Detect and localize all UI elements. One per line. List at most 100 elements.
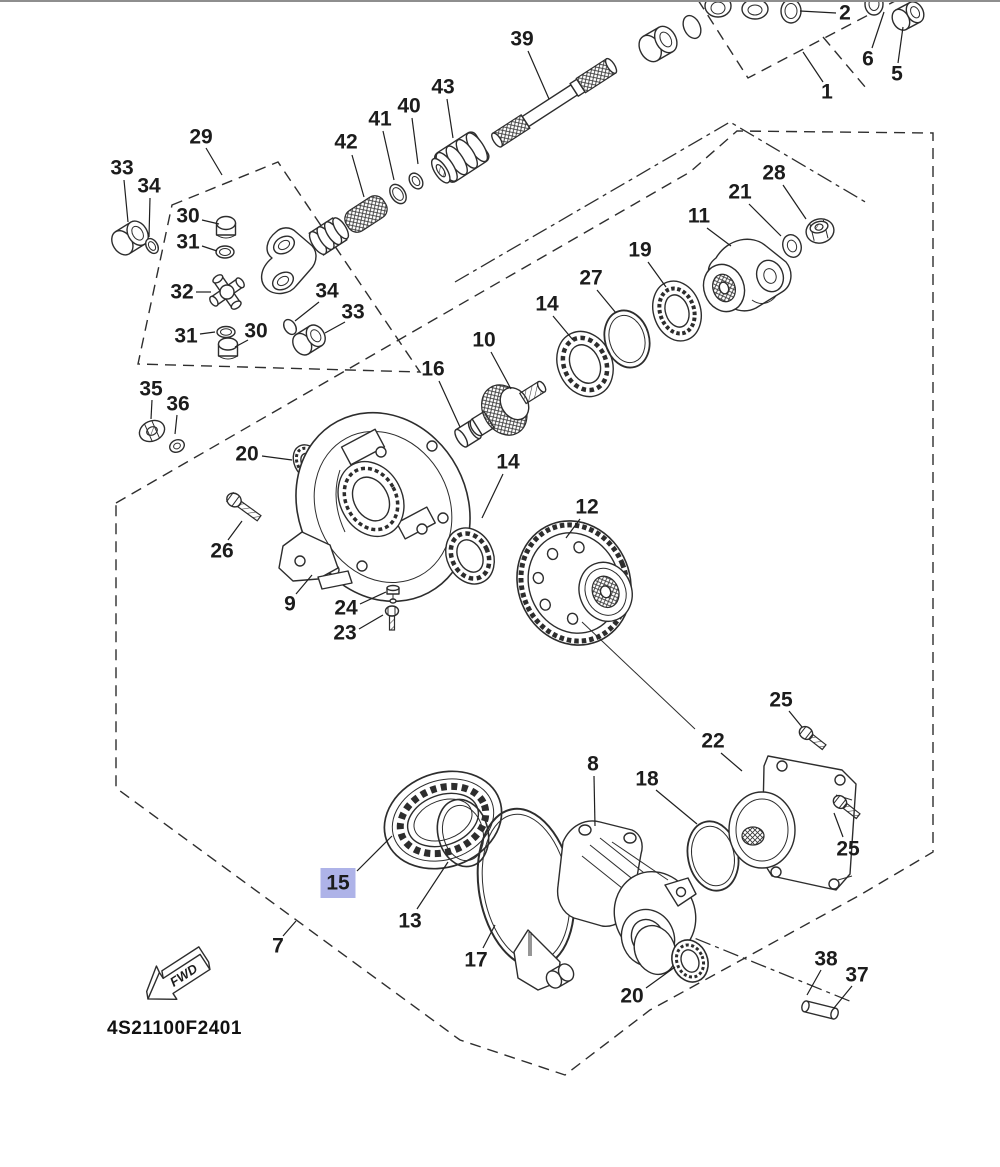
callout-2[interactable]: 2	[839, 2, 851, 25]
part-29-yoke	[261, 217, 350, 295]
callout-31[interactable]: 31	[174, 325, 198, 348]
callout-22[interactable]: 22	[701, 730, 724, 753]
leader-line-33	[324, 321, 346, 334]
callout-27[interactable]: 27	[579, 267, 602, 290]
part-23-bolt	[384, 605, 400, 631]
callout-8[interactable]: 8	[587, 753, 599, 776]
callout-20[interactable]: 20	[235, 443, 258, 466]
leader-line-14	[552, 315, 574, 341]
callout-5[interactable]: 5	[891, 63, 903, 86]
callout-26[interactable]: 26	[210, 540, 233, 563]
leader-line-43	[446, 98, 454, 139]
part-31-ring-lower	[216, 325, 236, 339]
leader-line-28	[782, 184, 807, 220]
callout-11[interactable]: 11	[688, 205, 711, 228]
callout-1[interactable]: 1	[821, 81, 833, 104]
callout-16[interactable]: 16	[421, 358, 444, 381]
callout-23[interactable]: 23	[333, 622, 356, 645]
part-12-differential	[516, 520, 633, 646]
part-24-breather	[386, 584, 400, 604]
callout-15-selected[interactable]: 15	[326, 872, 350, 895]
part-30-cap-upper	[215, 215, 237, 239]
callout-40[interactable]: 40	[397, 95, 420, 118]
leader-line-25	[788, 710, 803, 728]
callout-24[interactable]: 24	[334, 597, 358, 620]
leader-line-23	[358, 614, 384, 630]
outline-group-1	[697, 0, 898, 79]
part-26-bolt	[226, 491, 262, 522]
part-9-housing	[278, 411, 471, 603]
leader-line-34	[294, 301, 320, 322]
part-33-bushing-right	[292, 324, 326, 356]
outline-group-29	[137, 161, 422, 373]
leader-line-31	[199, 331, 216, 335]
callout-31[interactable]: 31	[176, 231, 200, 254]
part-32-spider	[209, 274, 245, 310]
callout-12[interactable]: 12	[575, 496, 598, 519]
callout-33[interactable]: 33	[341, 301, 364, 324]
leader-line-41	[382, 130, 395, 181]
callout-29[interactable]: 29	[189, 126, 212, 149]
callout-39[interactable]: 39	[510, 28, 533, 51]
part-30-cap-lower	[217, 337, 239, 360]
part-28-nut	[805, 218, 835, 244]
callout-21[interactable]: 21	[728, 181, 752, 204]
callout-7[interactable]: 7	[272, 935, 284, 958]
callout-34[interactable]: 34	[137, 175, 161, 198]
part-40-washer	[408, 172, 424, 190]
leader-line-21	[748, 203, 782, 237]
leader-line-15	[356, 835, 393, 872]
leader-line-31	[201, 245, 218, 252]
leader-line-13	[416, 861, 449, 910]
cap-top-2	[741, 0, 769, 20]
leader-line-40	[411, 117, 419, 165]
callout-33[interactable]: 33	[110, 157, 133, 180]
leader-line-38	[806, 969, 822, 996]
callout-18[interactable]: 18	[635, 768, 659, 791]
callout-28[interactable]: 28	[762, 162, 786, 185]
callout-34[interactable]: 34	[315, 280, 339, 303]
callout-19[interactable]: 19	[628, 239, 651, 262]
callout-17[interactable]: 17	[464, 949, 487, 972]
leader-line-30	[201, 219, 220, 225]
callout-38[interactable]: 38	[814, 948, 838, 971]
callout-30[interactable]: 30	[244, 320, 267, 343]
leader-line-22	[720, 752, 743, 772]
leader-line-20	[261, 455, 293, 461]
outline-group-1b	[822, 36, 867, 89]
callout-14[interactable]: 14	[535, 293, 559, 316]
leader-line-39	[527, 50, 550, 100]
callout-25[interactable]: 25	[836, 838, 860, 861]
callout-30[interactable]: 30	[176, 205, 199, 228]
leader-line-6	[871, 11, 885, 49]
part-36-washer	[169, 439, 185, 453]
callout-25[interactable]: 25	[769, 689, 793, 712]
leader-line-5	[897, 26, 904, 64]
callout-6[interactable]: 6	[862, 48, 874, 71]
leader-line-29	[205, 147, 223, 176]
leader-line-14	[481, 473, 504, 519]
leader-line-7	[282, 920, 297, 937]
callout-43[interactable]: 43	[431, 76, 454, 99]
part-13-shim	[436, 798, 490, 868]
callout-32[interactable]: 32	[170, 281, 193, 304]
part-31-ring-upper	[215, 245, 235, 259]
callout-13[interactable]: 13	[398, 910, 421, 933]
part-41-snap-ring	[389, 183, 407, 205]
part-22-actuator-motor	[728, 755, 857, 891]
part-34-washer-left	[144, 237, 160, 255]
leader-line-9	[295, 574, 313, 595]
part-10-pinion-gear	[469, 380, 547, 437]
callout-41[interactable]: 41	[368, 108, 392, 131]
callout-36[interactable]: 36	[166, 393, 189, 416]
callout-42[interactable]: 42	[334, 131, 357, 154]
callout-37[interactable]: 37	[845, 964, 868, 987]
leader-line-18	[655, 789, 698, 825]
callout-9[interactable]: 9	[284, 593, 296, 616]
callout-10[interactable]: 10	[472, 329, 495, 352]
callout-14[interactable]: 14	[496, 451, 520, 474]
group-outlines	[115, 0, 934, 1076]
callout-35[interactable]: 35	[139, 378, 163, 401]
callout-20[interactable]: 20	[620, 985, 643, 1008]
